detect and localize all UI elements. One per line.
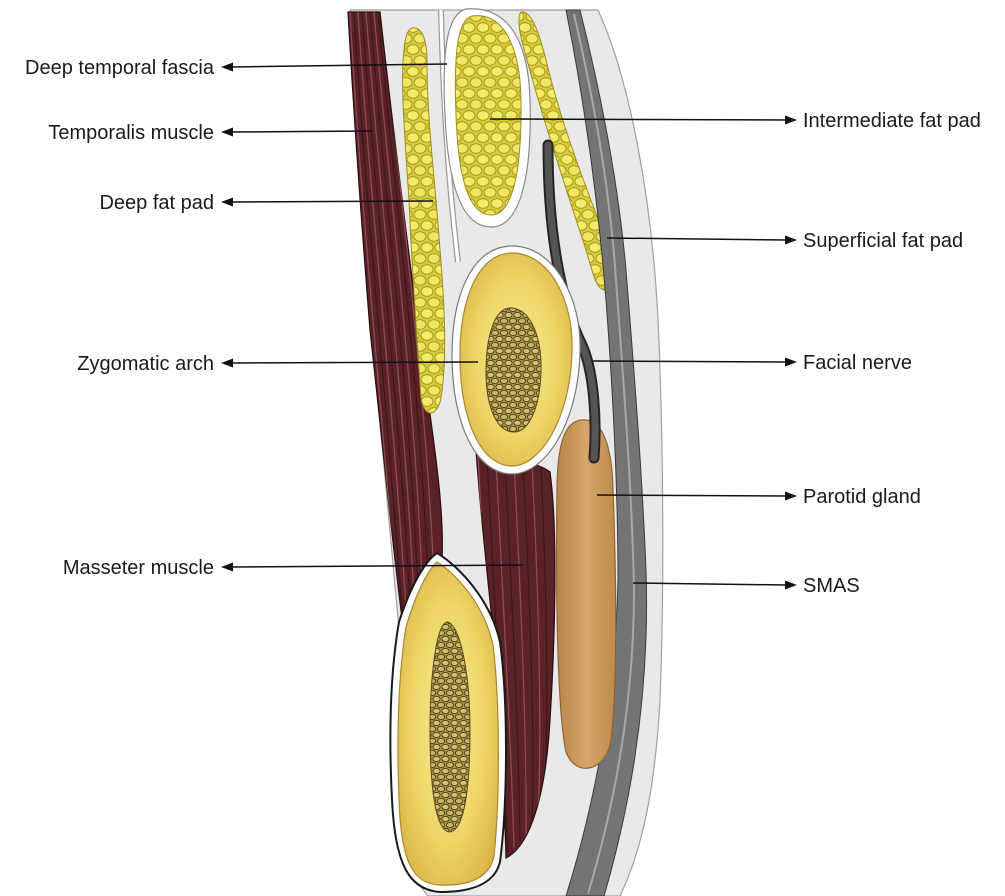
leader-line <box>231 362 478 363</box>
callout-superficial-fat-pad: Superficial fat pad <box>607 230 963 252</box>
arrowhead <box>785 581 797 590</box>
arrowhead <box>785 358 797 367</box>
arrowhead <box>785 236 797 245</box>
intermediate-fat-pad <box>455 16 521 215</box>
leader-line <box>593 361 787 362</box>
label-superficial-fat-pad: Superficial fat pad <box>803 230 963 252</box>
label-intermediate-fat-pad: Intermediate fat pad <box>803 110 981 132</box>
callout-temporalis-muscle: Temporalis muscle <box>48 122 372 144</box>
label-zygomatic-arch: Zygomatic arch <box>77 353 214 375</box>
arrowhead <box>221 359 233 368</box>
leader-line <box>231 201 433 202</box>
label-facial-nerve: Facial nerve <box>803 352 912 374</box>
label-masseter-muscle: Masseter muscle <box>63 557 214 579</box>
arrowhead <box>221 563 233 572</box>
arrowhead <box>221 63 233 72</box>
label-parotid-gland: Parotid gland <box>803 486 921 508</box>
leader-line <box>231 131 372 132</box>
label-deep-fat-pad: Deep fat pad <box>99 192 214 214</box>
arrowhead <box>221 128 233 137</box>
callout-smas: SMAS <box>633 575 860 597</box>
leader-line <box>490 119 787 120</box>
label-temporalis-muscle: Temporalis muscle <box>48 122 214 144</box>
arrowhead <box>221 198 233 207</box>
leader-line <box>597 495 787 496</box>
zygomatic-arch-cancellous-bone <box>486 308 541 432</box>
arrowhead <box>785 116 797 125</box>
parotid-gland <box>557 420 616 768</box>
label-smas: SMAS <box>803 575 860 597</box>
arrowhead <box>785 492 797 501</box>
label-deep-temporal-fascia: Deep temporal fascia <box>25 57 215 79</box>
